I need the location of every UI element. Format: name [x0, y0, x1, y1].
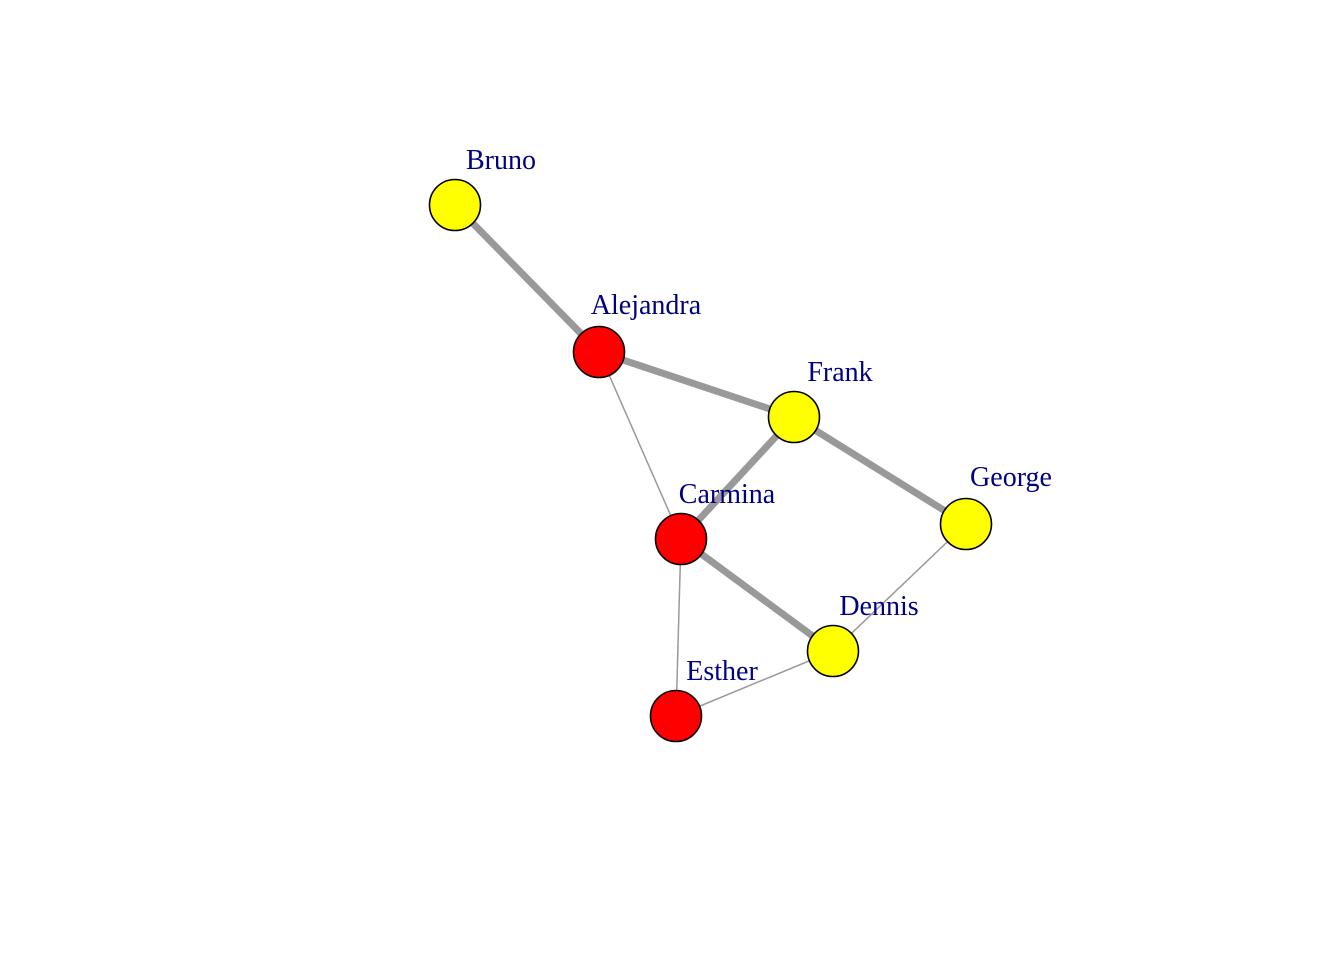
edge-alejandra-frank	[597, 348, 796, 421]
node-label-carmina: Carmina	[679, 479, 776, 510]
node-frank	[767, 390, 821, 444]
node-esther	[649, 689, 703, 743]
edge-bruno-alejandra	[452, 202, 602, 355]
edge-layer	[452, 202, 968, 717]
node-label-esther: Esther	[686, 656, 758, 687]
edge-alejandra-carmina	[598, 351, 682, 540]
edge-carmina-esther	[675, 538, 682, 717]
edge-frank-carmina	[678, 414, 797, 542]
node-label-george: George	[970, 462, 1052, 493]
edge-george-dennis	[832, 523, 967, 652]
node-label-bruno: Bruno	[466, 145, 536, 176]
edge-dennis-esther	[675, 650, 834, 717]
node-carmina	[654, 512, 708, 566]
edge-carmina-dennis	[678, 536, 836, 654]
node-dennis	[806, 624, 860, 678]
node-layer	[428, 178, 993, 743]
node-label-dennis: Dennis	[839, 591, 918, 622]
node-george	[939, 497, 993, 551]
node-label-frank: Frank	[807, 357, 872, 388]
node-alejandra	[572, 325, 626, 379]
edge-frank-george	[792, 414, 968, 527]
node-label-alejandra: Alejandra	[591, 290, 702, 321]
node-bruno	[428, 178, 482, 232]
